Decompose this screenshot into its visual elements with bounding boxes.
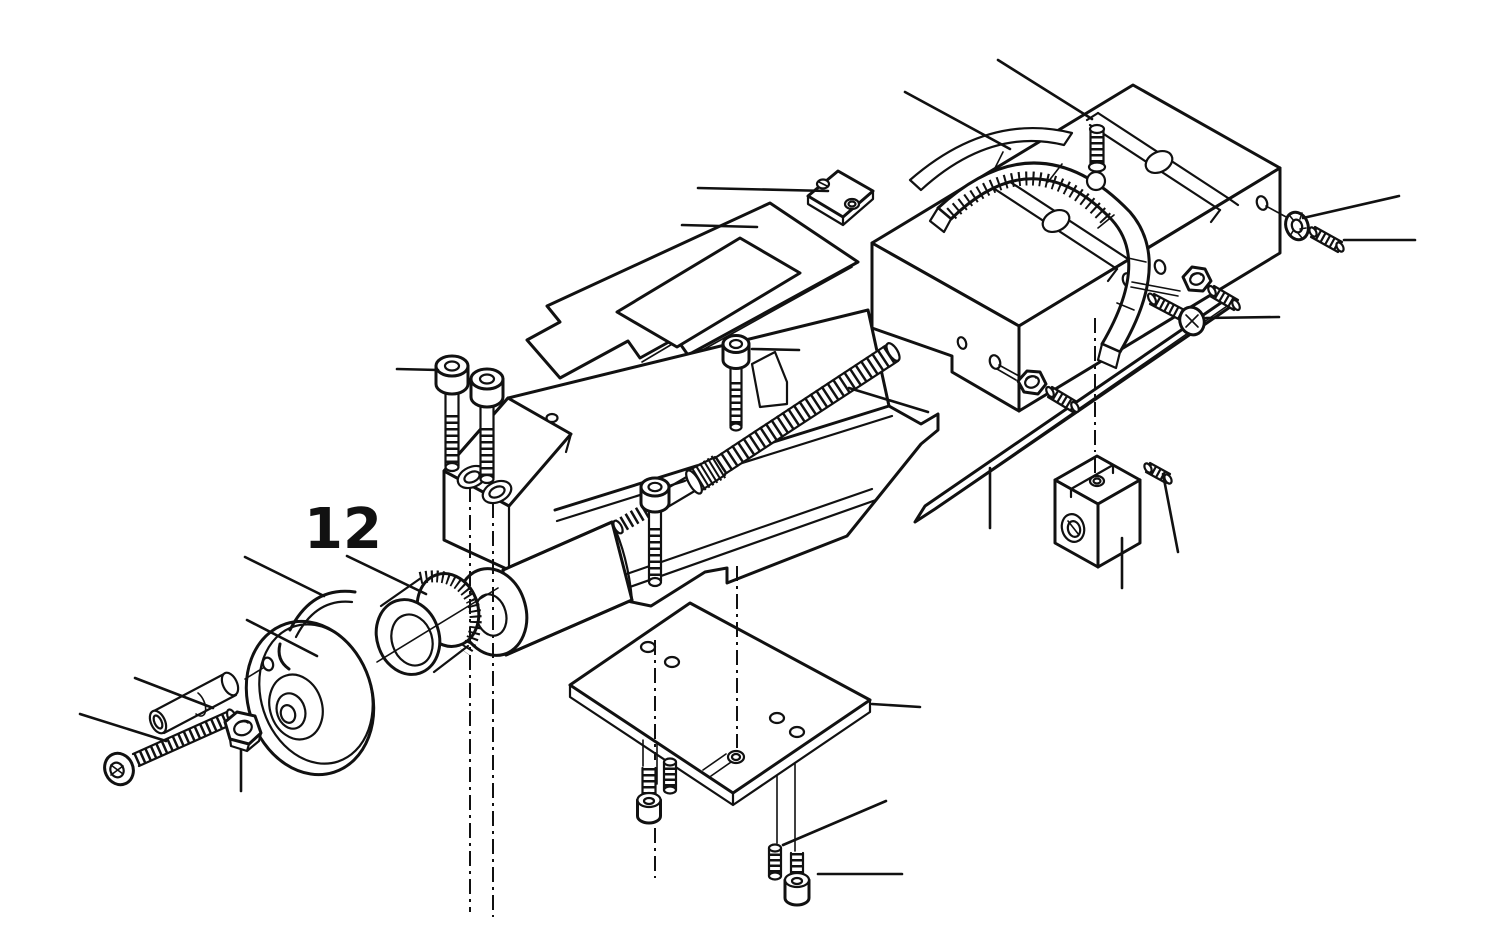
- friction-clip: [277, 589, 357, 671]
- handwheel: [244, 619, 376, 777]
- axis-line: [376, 587, 499, 663]
- set-screw: [1045, 385, 1080, 414]
- callout-12-label: 12: [304, 497, 382, 562]
- pan-head-screw: [1146, 292, 1206, 337]
- handle-sleeve: [148, 671, 240, 735]
- end-hole: [1255, 195, 1269, 211]
- hex-socket: [109, 761, 125, 779]
- leader-washer: [1301, 194, 1401, 220]
- side-hole: [1153, 259, 1167, 275]
- set-screw-under-plate: [662, 757, 678, 795]
- cap-screw: [434, 354, 470, 473]
- plate-cutout: [615, 236, 802, 349]
- hex-nut: [1130, 265, 1213, 297]
- hex-socket: [478, 373, 496, 385]
- leader-sleeve: [133, 676, 215, 710]
- leader-base-set-screw: [781, 799, 888, 847]
- set-screw-under-plate: [767, 763, 796, 881]
- hex-socket: [647, 481, 663, 493]
- leader-cap-screw: [750, 347, 801, 352]
- countersunk-hole: [726, 749, 746, 765]
- hex-socket: [443, 360, 461, 372]
- set-screw: [1308, 225, 1345, 254]
- graduated-dial-collar: [374, 570, 499, 676]
- leader-scale-segment: [903, 90, 1012, 151]
- leader-cover-plate: [680, 223, 759, 229]
- hex-nut: [996, 364, 1048, 396]
- swivel-clamp-stud: [1087, 123, 1107, 173]
- dowel-hole: [545, 412, 559, 424]
- leadscrew: [612, 342, 901, 535]
- leader-base-plate: [870, 702, 922, 709]
- leader-clamp-plate: [696, 186, 830, 193]
- leadscrew-nut-block: [1053, 454, 1142, 569]
- centerlines: [469, 318, 1096, 917]
- plate-hole: [768, 711, 786, 725]
- plate-slot: [702, 753, 735, 777]
- leader-stud: [996, 58, 1094, 121]
- leader-pan-screw: [1204, 315, 1281, 320]
- leader-block-set-screw: [1161, 472, 1180, 554]
- t-slot: [982, 170, 1137, 283]
- hex-socket: [728, 338, 744, 350]
- leader-dial-collar: [345, 554, 428, 596]
- detent-ball: [1085, 170, 1107, 192]
- clamp-plate: [806, 169, 875, 227]
- leader-handwheel: [245, 618, 319, 658]
- plate-hole: [788, 725, 806, 739]
- swivel-scale-segment-upper: [908, 126, 1074, 192]
- leader-clip: [243, 555, 326, 598]
- hex-nut: [223, 710, 263, 753]
- leader-lines: [78, 58, 1417, 876]
- cap-screw-under-plate: [636, 739, 662, 825]
- set-screw: [1207, 284, 1241, 312]
- knurling: [418, 570, 482, 656]
- cap-screw: [721, 334, 751, 432]
- side-hole: [956, 336, 968, 350]
- cap-screw-under-plate: [783, 851, 811, 907]
- cap-screw: [639, 476, 671, 588]
- leader-leadscrew: [847, 386, 930, 414]
- handle-pin-hole: [261, 656, 275, 672]
- saddle-body: [442, 308, 940, 657]
- leader-handle-screw: [78, 712, 168, 743]
- plate-hole: [663, 655, 681, 669]
- counterbore-hole: [481, 479, 513, 505]
- t-slot: [1085, 111, 1240, 224]
- swivel-scale-segment-graduated: [928, 151, 1151, 370]
- set-screw: [1143, 461, 1173, 485]
- slide-cover-plate: [525, 201, 860, 380]
- leader-cap-screw: [395, 367, 440, 372]
- stop-lug: [750, 350, 789, 409]
- topslide-block: [870, 83, 1282, 413]
- cap-screw: [469, 367, 505, 485]
- base-plate: [568, 601, 872, 807]
- cross-recess: [1185, 314, 1199, 328]
- plate-hole: [639, 640, 657, 654]
